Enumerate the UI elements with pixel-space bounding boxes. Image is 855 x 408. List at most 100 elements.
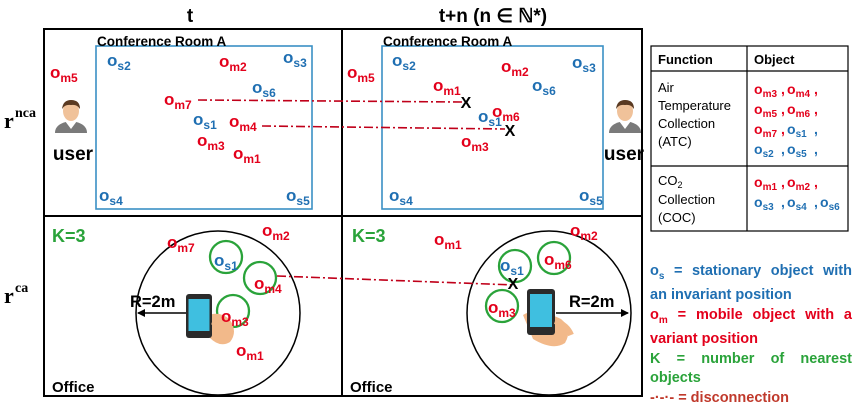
object-os1-label: os1 [193,110,217,132]
table-frame [650,45,849,232]
object-list-comma: , [781,174,785,190]
legend: os = stationary object with an invariant… [650,262,852,408]
object-os1-label: os1 [478,107,502,129]
object-om4-label: om4 [787,81,810,100]
object-list-comma: , [814,81,818,97]
object-list-comma: , [814,174,818,190]
object-om3-label: om3 [461,132,489,154]
disconnection-line-m4-office [276,275,515,286]
object-os5-label: os5 [787,141,807,160]
object-list-comma: , [781,101,785,117]
phone-in-hand-left [186,294,234,345]
conference-room-right-label: Conference Room A [383,34,513,49]
object-om5-label: om5 [347,63,375,85]
object-os3-label: os3 [283,48,307,70]
object-list-comma: , [781,194,785,210]
office-label-left: Office [52,379,95,396]
diagram-canvas: t t+n (n ∈ ℕ*) r nca r ca Conference Roo… [4,6,849,397]
row-label-nca: r nca [4,106,36,133]
table-function-line: Collection [658,116,715,131]
object-os5-label: os5 [579,186,603,208]
object-om2-label: om2 [219,52,247,74]
table-function-line: Collection [658,192,715,207]
object-os1-label: os1 [787,121,807,140]
function-table: Function Object Air Temperature Collecti… [650,45,849,232]
row-label-ca: r ca [4,281,28,308]
table-function-line: Air [658,80,675,95]
object-om5-label: om5 [50,63,78,85]
row-label-ca-sup: ca [15,281,28,296]
office-range-right [466,230,632,396]
object-om3-label: om3 [488,298,516,320]
object-om2-label: om2 [570,221,598,243]
object-list-comma: , [814,101,818,117]
radius-label-right: R=2m [569,293,614,311]
object-os2-label: os2 [107,51,131,73]
object-os4-label: os4 [787,194,807,213]
object-om6-label: om6 [492,102,520,124]
object-os1-label: os1 [214,251,238,273]
nearest-circle-m3 [484,288,520,324]
k-label-left: K=3 [52,226,86,246]
object-os3-label: os3 [754,194,774,213]
phone-in-hand-right [523,289,574,347]
object-list-comma: , [781,141,785,157]
object-om3-label: om3 [754,81,777,100]
object-list-comma: , [814,121,818,137]
table-object-lists: om3,om4,om5,om6,om7,os1,os2,os5,om1,om2,… [754,81,840,213]
object-om3-label: om3 [221,307,249,329]
object-os3-label: os3 [572,53,596,75]
object-list-comma: , [814,194,818,210]
legend-disconnection: -·-·- = disconnection [650,389,852,408]
legend-stationary-line-1: os = stationary object with [650,263,852,282]
conference-room-left-label: Conference Room A [97,34,227,49]
legend-mobile: om = mobile object with a [650,306,852,326]
radius-label-left: R=2m [130,293,175,311]
table-function-line: (COC) [658,210,696,225]
object-om1-label: om1 [754,174,777,193]
disconnection-line-m7 [197,99,463,103]
object-list-comma: , [781,121,785,137]
object-os1-label: os1 [500,256,524,278]
table-function-line: (ATC) [658,134,692,149]
object-list-comma: , [814,141,818,157]
table-function-line: CO2 [658,173,683,190]
user-icon [609,100,641,133]
legend-disconnection-text: = disconnection [678,389,789,406]
object-om7-label: om7 [754,121,777,140]
nearest-circle-m4 [242,260,278,296]
table-function-line: Temperature [658,98,731,113]
row-label-ca-r: r [4,283,14,308]
office-label-right: Office [350,379,393,396]
table-row-coc: CO2 Collection (COC) [658,173,715,225]
object-om6-label: om6 [787,101,810,120]
object-om4-label: om4 [229,112,257,134]
table-row-atc: Air Temperature Collection (ATC) [658,80,731,149]
object-om1-label: om1 [233,144,261,166]
object-om7-label: om7 [167,233,195,255]
legend-k: K = number of nearest [650,350,852,367]
object-os5-label: os5 [286,186,310,208]
object-om7-label: om7 [164,90,192,112]
legend-mobile-cont: variant position [650,331,758,348]
user-right: user [604,100,645,165]
row-label-nca-r: r [4,108,14,133]
object-os2-label: os2 [392,51,416,73]
object-om2-label: om2 [787,174,810,193]
legend-dashdot-glyph: -·-·- [650,389,675,406]
object-os2-label: os2 [754,141,774,160]
object-os4-label: os4 [99,186,123,208]
row-label-nca-sup: nca [15,106,36,121]
object-om6-label: om6 [544,250,572,272]
nearest-circle-s1 [497,248,533,284]
user-left: user [53,100,94,165]
k-label-right: K=3 [352,226,386,246]
nearest-circle-m6 [536,240,572,276]
conference-room-left [95,45,313,210]
object-list-comma: , [781,81,785,97]
user-label: user [53,144,94,165]
object-os6-label: os6 [532,76,556,98]
object-om1-label: om1 [236,341,264,363]
header-t-plus-n: t+n (n ∈ ℕ*) [439,6,547,27]
